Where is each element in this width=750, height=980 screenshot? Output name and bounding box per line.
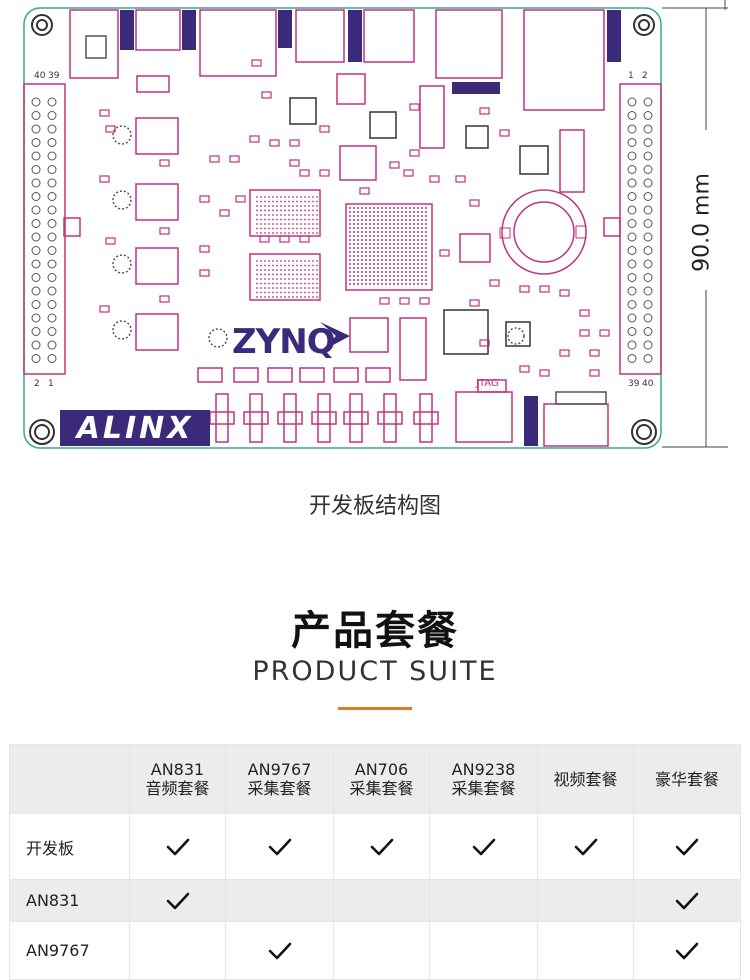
accent-divider: [338, 707, 412, 710]
checkmark-icon: [268, 942, 291, 960]
table-cell: [633, 813, 741, 880]
zynq-chip-label: ZYNQ: [232, 322, 336, 362]
checkmark-icon: [268, 838, 291, 856]
table-cell: [225, 813, 334, 880]
table-cell: [129, 813, 226, 880]
checkmark-icon: [166, 838, 189, 856]
checkmark-icon: [675, 838, 699, 856]
checkmark-icon: [370, 838, 393, 856]
right-header-bottom-label: 39: [628, 379, 640, 389]
checkmark-icon: [675, 892, 699, 910]
table-row: 开发板: [9, 813, 741, 880]
table-cell: [129, 879, 226, 922]
section-subtitle: PRODUCT SUITE: [252, 656, 498, 687]
table-cell: [333, 879, 430, 922]
header-labels: 40 39 2 1 1 2 39 40 JTAG: [34, 71, 654, 389]
column-header: 豪华套餐: [633, 744, 741, 814]
table-cell: [537, 813, 634, 880]
table-row: AN831: [9, 879, 741, 922]
checkmark-icon: [574, 838, 597, 856]
board-diagram: ZYNQ ALINX 90.0 mm 40 39 2 1 1 2 39 40 J…: [0, 0, 750, 470]
board-caption: 开发板结构图: [308, 494, 441, 519]
table-cell: [537, 879, 634, 922]
left-header-bottom-label-2: 1: [48, 379, 54, 389]
table-cell: [225, 879, 334, 922]
right-header-top-label: 1: [628, 71, 634, 81]
row-label: AN831: [9, 879, 130, 922]
alinx-logo: ALINX: [60, 410, 210, 446]
table-cell: [429, 813, 538, 880]
checkmark-icon: [472, 838, 495, 856]
table-cell: [633, 921, 741, 980]
table-cell: [429, 879, 538, 922]
table-row: AN9767: [9, 921, 741, 980]
left-header-bottom-label: 2: [34, 379, 40, 389]
right-header-top-label-2: 2: [642, 71, 648, 81]
column-header: 视频套餐: [537, 744, 634, 814]
checkmark-icon: [166, 892, 189, 910]
right-header-bottom-label-2: 40: [642, 379, 654, 389]
section-title: 产品套餐: [291, 608, 459, 654]
table-cell: [225, 921, 334, 980]
table-cell: [633, 879, 741, 922]
right-header-pins: [627, 97, 653, 363]
table-cell: [429, 921, 538, 980]
left-header-top-label: 40: [34, 71, 46, 81]
left-header-pins: [31, 97, 57, 363]
table-cell: [537, 921, 634, 980]
table-header-corner: [9, 744, 130, 814]
left-header-top-label-2: 39: [48, 71, 60, 81]
board-outline-svg: [23, 0, 728, 449]
row-label: AN9767: [9, 921, 130, 980]
checkmark-icon: [675, 942, 699, 960]
row-label: 开发板: [9, 813, 130, 880]
jtag-label: JTAG: [475, 378, 499, 389]
table-cell: [333, 921, 430, 980]
table-cell: [333, 813, 430, 880]
table-cell: [129, 921, 226, 980]
